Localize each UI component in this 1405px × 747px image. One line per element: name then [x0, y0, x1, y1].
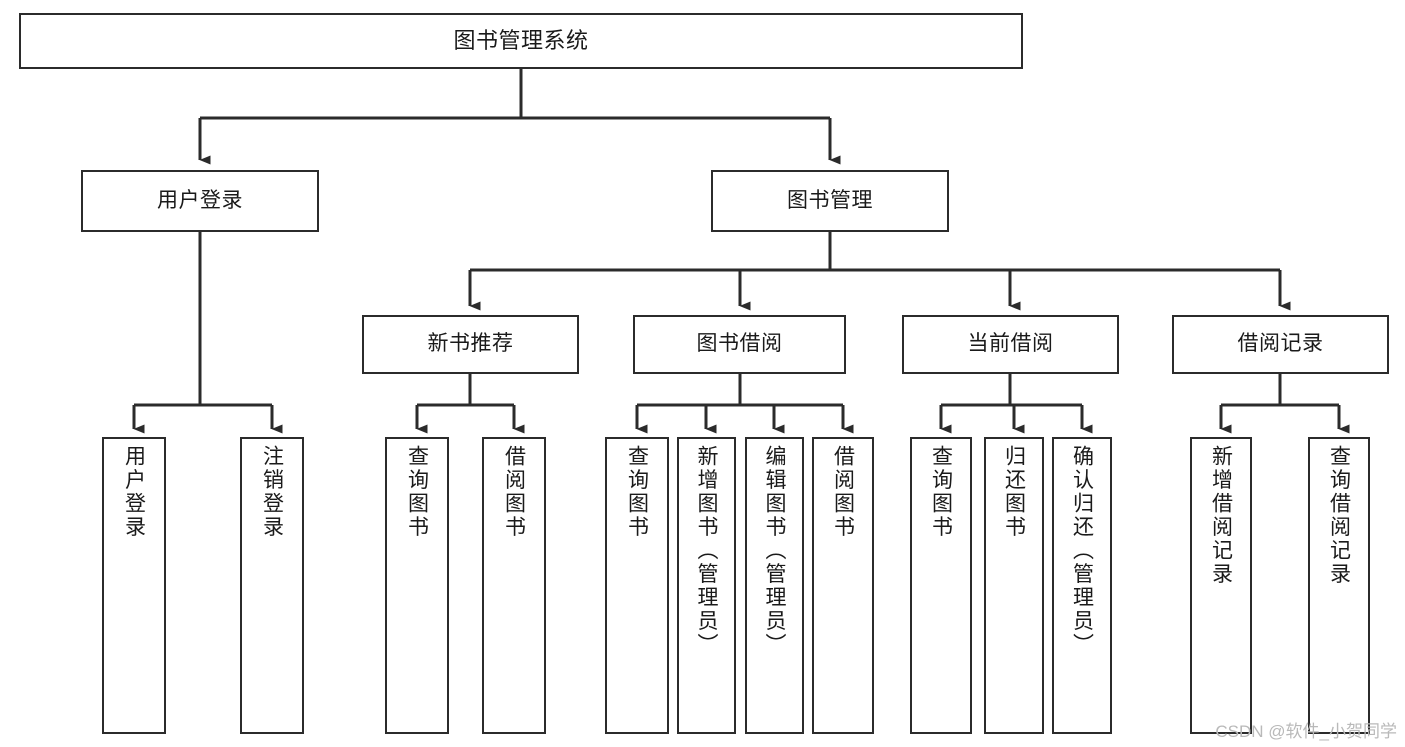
node-leaf-query-book-3-label: 查询图书	[929, 445, 953, 539]
node-root-label: 图书管理系统	[453, 28, 589, 54]
node-leaf-add-book[interactable]: 新增图书（管理员）	[677, 437, 736, 734]
node-borrow-record-label: 借阅记录	[1237, 332, 1324, 356]
node-leaf-confirm-return-label: 确认归还（管理员）	[1070, 445, 1094, 657]
node-leaf-query-book-1-label: 查询图书	[405, 445, 429, 539]
node-leaf-return-book-label: 归还图书	[1002, 445, 1026, 539]
node-leaf-edit-book-label: 编辑图书（管理员）	[763, 445, 786, 657]
node-leaf-add-record-label: 新增借阅记录	[1209, 445, 1233, 586]
node-leaf-logout[interactable]: 注销登录	[240, 437, 304, 734]
node-leaf-edit-book[interactable]: 编辑图书（管理员）	[745, 437, 804, 734]
node-user-login[interactable]: 用户登录	[81, 170, 319, 232]
node-leaf-confirm-return[interactable]: 确认归还（管理员）	[1052, 437, 1112, 734]
node-leaf-query-book-2-label: 查询图书	[625, 445, 649, 539]
node-book-manage-label: 图书管理	[787, 188, 873, 212]
node-book-manage[interactable]: 图书管理	[711, 170, 949, 232]
node-leaf-borrow-book-2-label: 借阅图书	[831, 445, 855, 539]
node-leaf-return-book[interactable]: 归还图书	[984, 437, 1044, 734]
node-root[interactable]: 图书管理系统	[19, 13, 1023, 69]
node-borrow-record[interactable]: 借阅记录	[1172, 315, 1389, 374]
node-leaf-add-record[interactable]: 新增借阅记录	[1190, 437, 1252, 734]
node-book-borrow-label: 图书借阅	[696, 332, 783, 356]
node-user-login-label: 用户登录	[157, 188, 243, 212]
node-leaf-borrow-book-2[interactable]: 借阅图书	[812, 437, 874, 734]
node-new-book-rec-label: 新书推荐	[427, 332, 514, 356]
node-new-book-rec[interactable]: 新书推荐	[362, 315, 579, 374]
node-leaf-query-record[interactable]: 查询借阅记录	[1308, 437, 1370, 734]
node-leaf-logout-label: 注销登录	[260, 445, 284, 539]
watermark-text: CSDN @软件_小贺同学	[1215, 722, 1397, 741]
node-leaf-user-login[interactable]: 用户登录	[102, 437, 166, 734]
node-leaf-borrow-book-1[interactable]: 借阅图书	[482, 437, 546, 734]
node-leaf-user-login-label: 用户登录	[122, 445, 146, 539]
node-leaf-query-book-1[interactable]: 查询图书	[385, 437, 449, 734]
node-leaf-borrow-book-1-label: 借阅图书	[502, 445, 526, 539]
node-leaf-query-book-2[interactable]: 查询图书	[605, 437, 669, 734]
node-current-borrow-label: 当前借阅	[967, 332, 1054, 356]
node-current-borrow[interactable]: 当前借阅	[902, 315, 1119, 374]
node-leaf-query-book-3[interactable]: 查询图书	[910, 437, 972, 734]
node-book-borrow[interactable]: 图书借阅	[633, 315, 846, 374]
node-leaf-query-record-label: 查询借阅记录	[1327, 445, 1351, 586]
node-leaf-add-book-label: 新增图书（管理员）	[695, 445, 718, 657]
